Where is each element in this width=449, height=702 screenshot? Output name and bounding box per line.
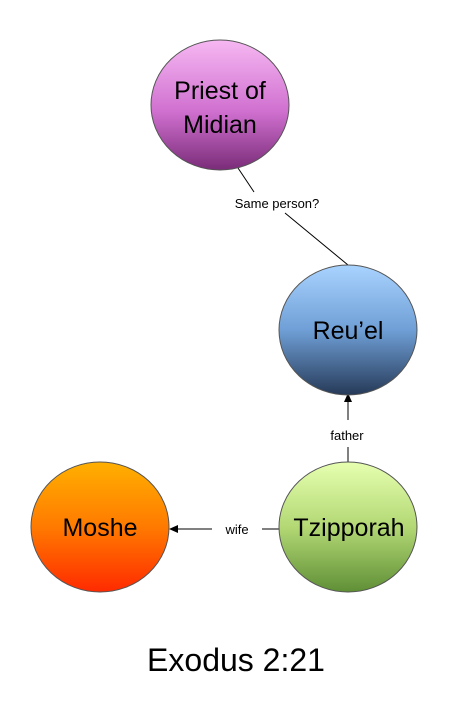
edge-father: father bbox=[330, 393, 364, 462]
node-priest-line1: Priest of bbox=[174, 77, 266, 105]
node-reuel: Reu’el bbox=[278, 264, 418, 396]
node-tzipporah: Tzipporah bbox=[278, 461, 418, 593]
edge-label-wife: wife bbox=[224, 522, 248, 537]
node-moshe-label: Moshe bbox=[62, 514, 137, 542]
node-reuel-label: Reu’el bbox=[313, 317, 384, 345]
edge-same-person: Same person? bbox=[235, 167, 349, 266]
edge-label-same-person: Same person? bbox=[235, 196, 320, 211]
edge-label-father: father bbox=[330, 428, 364, 443]
caption: Exodus 2:21 bbox=[147, 642, 325, 678]
node-tzipporah-label: Tzipporah bbox=[293, 514, 404, 542]
node-priest-of-midian: Priest of Midian bbox=[150, 39, 290, 171]
node-priest-line2: Midian bbox=[183, 111, 257, 139]
edge-wife: wife bbox=[169, 522, 280, 537]
node-moshe: Moshe bbox=[30, 461, 170, 593]
